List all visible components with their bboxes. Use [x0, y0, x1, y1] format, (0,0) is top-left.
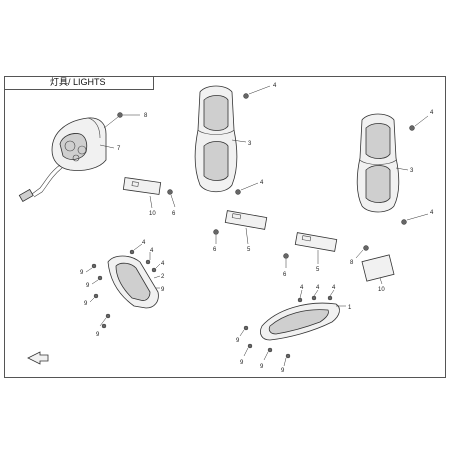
- callout-9-b: 9: [80, 270, 84, 276]
- callout-6: 6: [172, 211, 176, 217]
- callout-3-b: 3: [410, 168, 414, 174]
- callout-10-b: 10: [378, 287, 385, 293]
- callout-8: 8: [144, 113, 148, 119]
- reflector-5-center: [213, 210, 268, 235]
- callout-4-e: 4: [142, 240, 146, 246]
- callout-4-h: 4: [300, 285, 304, 291]
- front-light-right: [260, 302, 340, 341]
- callout-3-a: 3: [248, 141, 252, 147]
- front-light-right-screws: [239, 289, 346, 367]
- tail-light-center-screws: [231, 85, 271, 195]
- front-arrow-icon: [27, 351, 49, 365]
- callout-9-c: 9: [86, 283, 90, 289]
- callout-8-b: 8: [350, 260, 354, 266]
- callout-9-d: 9: [84, 301, 88, 307]
- reflector-5-right: [283, 232, 338, 259]
- callout-2: 2: [161, 274, 165, 280]
- diagram-title: 灯具/ LIGHTS: [4, 76, 154, 90]
- callout-4-g: 4: [161, 261, 165, 267]
- callout-4-j: 4: [332, 285, 336, 291]
- callout-1: 1: [348, 305, 352, 311]
- callout-5-b: 5: [316, 267, 320, 273]
- screw-8-top: [103, 112, 140, 129]
- callout-4-b: 4: [260, 180, 264, 186]
- reflector-left: [122, 177, 173, 195]
- callout-4-c: 4: [430, 110, 434, 116]
- callout-10: 10: [149, 211, 156, 217]
- tail-light-right: [356, 113, 400, 213]
- callout-9-g: 9: [240, 360, 244, 366]
- front-light-left-screws: [85, 243, 161, 329]
- diagram-frame: [4, 76, 446, 378]
- front-light-left: [107, 255, 159, 309]
- headlight-housing: [18, 117, 107, 203]
- callout-9-e: 9: [96, 332, 100, 338]
- callout-9-f: 9: [236, 338, 240, 344]
- reflector-10-right: [361, 245, 395, 282]
- callout-4-a: 4: [273, 83, 277, 89]
- callout-4-i: 4: [316, 285, 320, 291]
- tail-light-center: [194, 85, 238, 193]
- callout-6-b: 6: [213, 247, 217, 253]
- callout-4-d: 4: [430, 210, 434, 216]
- tail-light-right-screws: [395, 115, 429, 225]
- callout-4-f: 4: [150, 248, 154, 254]
- callout-6-c: 6: [283, 272, 287, 278]
- callout-5-a: 5: [247, 247, 251, 253]
- callout-7: 7: [117, 146, 121, 152]
- callout-9-a: 9: [161, 287, 165, 293]
- callout-9-h: 9: [260, 364, 264, 370]
- callout-9-i: 9: [281, 368, 285, 374]
